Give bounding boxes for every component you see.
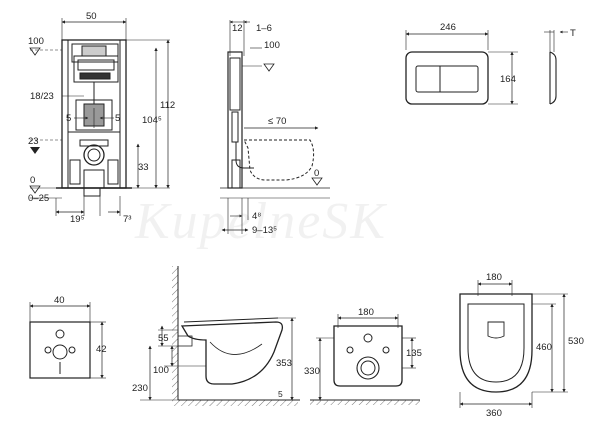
frame-front-view (30, 18, 170, 216)
plate-height-label: 164 (500, 74, 516, 85)
side-level-0-label: 0 (314, 168, 319, 179)
frame-height-total-label: 112 (160, 100, 175, 111)
side-level-100-label: 100 (264, 40, 280, 51)
side-level-marker-100 (263, 63, 275, 72)
watermark-text: KupelneSK (134, 193, 387, 250)
side-dim-4-8-label: 4⁸ (252, 211, 261, 222)
plate-thickness-label: T (570, 28, 576, 39)
small-plate-height-label: 42 (96, 344, 107, 355)
frame-level-33-label: 33 (138, 162, 149, 173)
frame-offset-left-label: 5 (66, 113, 71, 124)
wc-top-width-label: 360 (486, 408, 502, 419)
flush-plate-side (544, 30, 568, 105)
wc-side-dim-5-label: 5 (278, 389, 283, 399)
frame-height-inner-label: 104⁵ (142, 115, 162, 126)
wc-side-dim-230-label: 230 (132, 383, 148, 394)
wc-top-view (459, 280, 568, 408)
wc-side-dim-353-label: 353 (276, 358, 292, 369)
level-marker-23 (30, 147, 40, 154)
side-dim-9-13-label: 9–13⁵ (252, 225, 277, 236)
wc-back-dim-330-label: 330 (304, 366, 320, 377)
wc-side-dim-100-label: 100 (153, 365, 169, 376)
wc-top-width-top-label: 180 (486, 272, 502, 283)
wc-top-depth-460-label: 460 (536, 342, 552, 353)
side-level-marker-0 (311, 177, 323, 186)
frame-level-100-label: 100 (28, 36, 44, 47)
side-max-70-label: ≤ 70 (268, 116, 286, 127)
side-dim-12-label: 12 (232, 23, 243, 34)
wc-top-depth-530-label: 530 (568, 336, 584, 347)
frame-range-0-25-label: 0–25 (28, 193, 49, 204)
wc-back-view (310, 314, 420, 405)
small-plate-width-label: 40 (54, 295, 65, 306)
frame-bottom-left-label: 19⁵ (70, 214, 85, 225)
level-marker-100 (29, 47, 41, 56)
side-dim-1-6-label: 1–6 (256, 23, 272, 34)
flush-plate-front (405, 30, 518, 105)
level-marker-0 (29, 185, 41, 194)
frame-range-18-23-label: 18/23 (30, 91, 54, 102)
wc-back-width-label: 180 (358, 307, 374, 318)
frame-level-23-label: 23 (28, 136, 39, 147)
frame-bottom-right-label: 7³ (123, 214, 131, 225)
wc-side-view (140, 266, 300, 406)
frame-offset-right-label: 5 (115, 113, 120, 124)
frame-level-0-label: 0 (30, 175, 35, 186)
wc-back-dim-135-label: 135 (406, 348, 422, 359)
plate-width-label: 246 (440, 22, 456, 33)
frame-side-view (220, 20, 330, 234)
frame-width-label: 50 (86, 11, 97, 22)
small-plate (29, 302, 106, 379)
wc-side-dim-55-label: 55 (158, 333, 169, 344)
